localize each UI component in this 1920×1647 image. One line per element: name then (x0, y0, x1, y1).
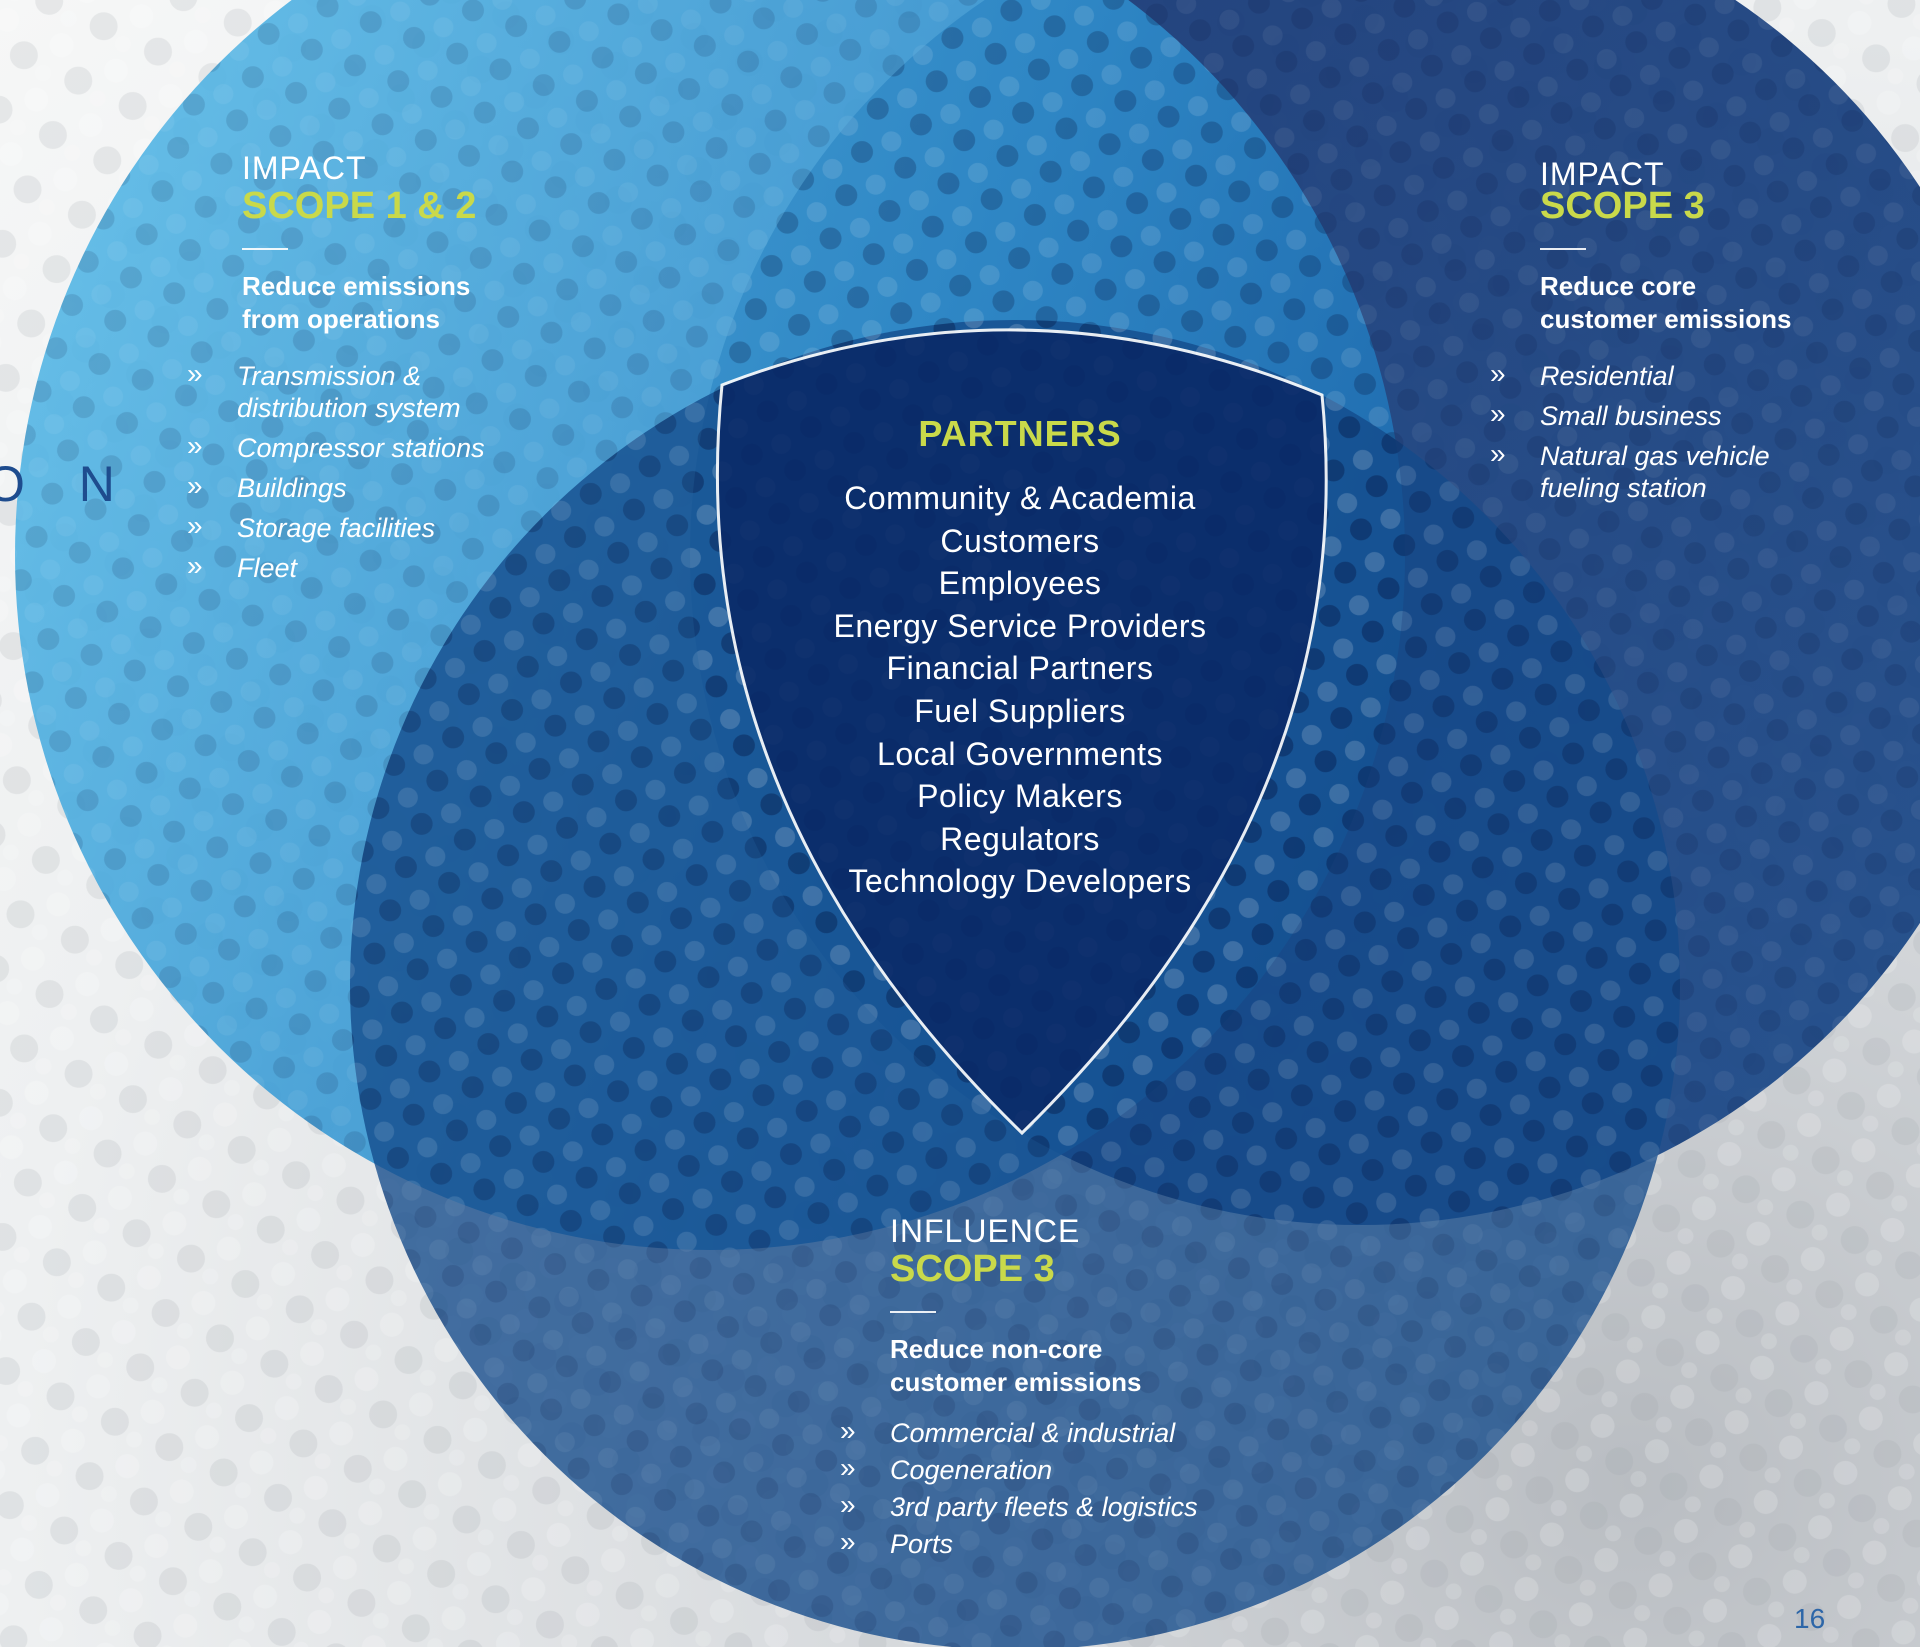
list-item: »3rd party fleets & logistics (840, 1489, 1198, 1522)
bullet-icon: » (187, 358, 203, 389)
scope-3-influence-title: SCOPE 3 (890, 1248, 1055, 1290)
bullet-icon: » (840, 1526, 856, 1557)
divider (242, 248, 288, 250)
bullet-icon: » (840, 1415, 856, 1446)
bullet-icon: » (840, 1452, 856, 1483)
scope-1-2-description: Reduce emissions from operations (242, 271, 471, 334)
partner-item: Local Governments (877, 735, 1163, 772)
scope-3-impact-description: Reduce core customer emissions (1540, 271, 1792, 334)
bullet-icon: » (187, 550, 203, 581)
list-item: »Fleet (187, 550, 298, 583)
bullet-icon: » (840, 1489, 856, 1520)
list-item: »Buildings (187, 470, 347, 503)
partner-item: Technology Developers (848, 863, 1192, 900)
scope-3-impact-label: IMPACT (1540, 156, 1665, 192)
page-number: 16 (1794, 1603, 1826, 1634)
scope-3-impact-block: IMPACT SCOPE 3 Reduce core customer emis… (1490, 156, 1910, 512)
list-item: »Cogeneration (840, 1452, 1053, 1485)
partner-item: Employees (938, 565, 1102, 602)
partner-item: Regulators (940, 820, 1100, 857)
list-item: »Ports (840, 1526, 954, 1559)
bullet-icon: » (1490, 438, 1506, 469)
scope-1-2-title: SCOPE 1 & 2 (242, 185, 477, 227)
list-item: »Small business (1490, 398, 1722, 431)
divider (1540, 248, 1586, 250)
list-item: »Transmission &distribution system (187, 358, 461, 423)
scope-3-influence-block: INFLUENCE SCOPE 3 Reduce non-core custom… (840, 1213, 1310, 1565)
bullet-icon: » (187, 510, 203, 541)
list-item: »Storage facilities (187, 510, 436, 543)
bullet-icon: » (1490, 358, 1506, 389)
scope-3-influence-description: Reduce non-core customer emissions (890, 1334, 1142, 1397)
partner-item: Fuel Suppliers (914, 692, 1126, 729)
scope-1-2-block: IMPACT SCOPE 1 & 2 Reduce emissions from… (187, 150, 642, 592)
scope-3-influence-label: INFLUENCE (890, 1213, 1081, 1249)
partners-title: PARTNERS (918, 413, 1122, 454)
partners-block: PARTNERS Community & Academia Customers … (780, 413, 1260, 903)
partner-item: Energy Service Providers (833, 607, 1207, 644)
partner-item: Customers (940, 522, 1100, 559)
side-letters: O N (0, 456, 135, 512)
divider (890, 1311, 936, 1313)
list-item: »Compressor stations (187, 430, 485, 463)
bullet-icon: » (187, 470, 203, 501)
scope-3-impact-list: »Residential »Small business »Natural ga… (1490, 358, 1910, 504)
list-item: »Commercial & industrial (840, 1415, 1176, 1448)
list-item: »Residential (1490, 358, 1674, 391)
partner-item: Financial Partners (886, 650, 1154, 687)
partner-item: Policy Makers (917, 778, 1123, 815)
scope-3-influence-list: »Commercial & industrial »Cogeneration »… (840, 1415, 1310, 1560)
scope-1-2-list: »Transmission &distribution system »Comp… (187, 358, 642, 584)
bullet-icon: » (1490, 398, 1506, 429)
scope-3-impact-title: SCOPE 3 (1540, 185, 1705, 227)
scope-1-2-label: IMPACT (242, 150, 367, 186)
partner-item: Community & Academia (844, 480, 1196, 516)
bullet-icon: » (187, 430, 203, 461)
partners-shield (715, 328, 1328, 1136)
